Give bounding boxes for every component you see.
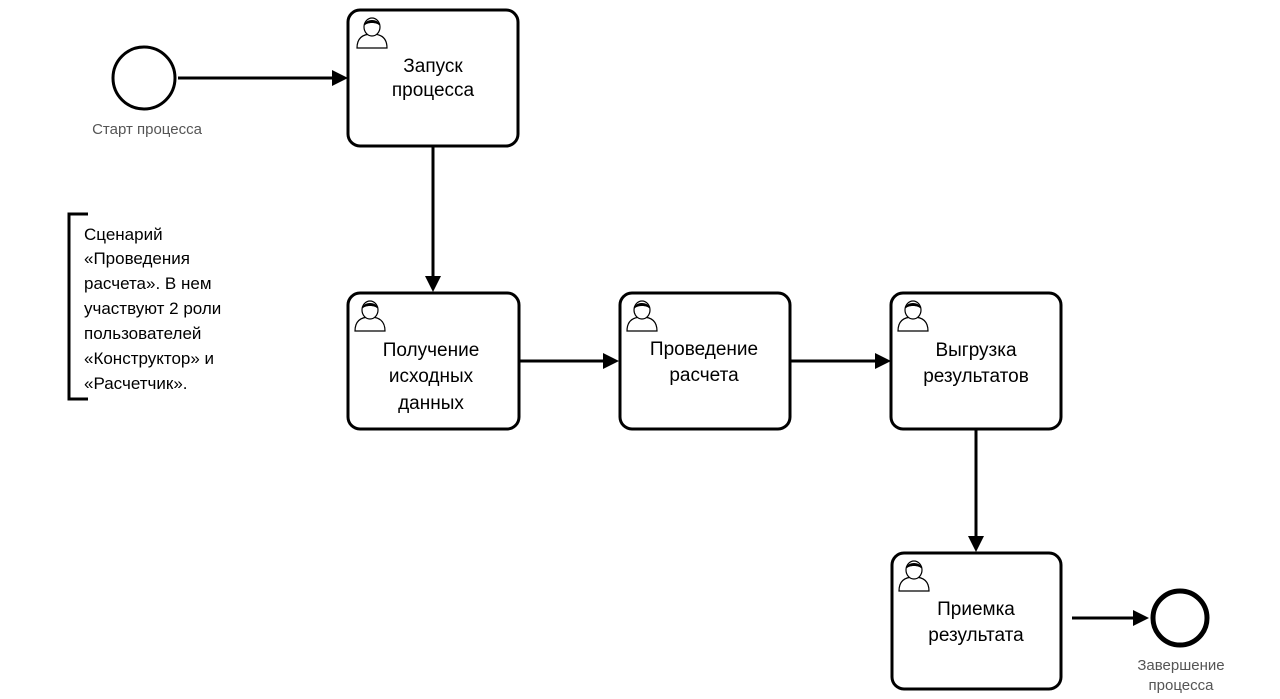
annotation-line: «Конструктор» и [84,349,214,368]
task-calculation[interactable]: Проведение расчета [618,291,792,431]
end-event-label-line-1: Завершение [1137,657,1224,674]
flow-start-to-launch [178,70,348,86]
start-event-label: Старт процесса [92,121,202,138]
flow-calculation-to-export [790,353,891,369]
task-label-line: результатов [923,366,1029,387]
task-export-results[interactable]: Выгрузка результатов [889,291,1063,431]
end-event[interactable] [1150,588,1210,648]
annotation-line: пользователей [84,324,201,343]
task-start-process[interactable]: Запуск процесса [346,8,520,148]
flow-accept-to-end [1072,610,1149,626]
annotation-bracket [67,212,88,401]
task-get-source-data[interactable]: Получение исходных данных [346,291,521,431]
annotation-line: «Расчетчик». [84,374,188,393]
task-label-line: Получение [383,340,480,361]
task-label-line: Выгрузка [935,340,1017,361]
task-label-line: расчета [669,365,739,386]
annotation-line: Сценарий [84,225,163,244]
text-annotation[interactable]: Сценарий «Проведения расчета». В нем уча… [67,212,221,401]
task-label-line: Проведение [650,339,758,360]
flow-get-data-to-calculation [519,353,619,369]
annotation-line: «Проведения [84,249,190,268]
task-label-line: исходных [389,366,474,387]
flow-launch-to-get-data [425,146,441,292]
task-label-line: данных [398,393,464,414]
annotation-line: участвуют 2 роли [84,299,221,318]
end-event-label-line-2: процесса [1149,677,1215,694]
task-label-line: процесса [392,80,475,101]
start-event[interactable] [111,45,177,111]
annotation-line: расчета». В нем [84,274,212,293]
flow-export-to-accept [968,429,984,552]
task-accept-result[interactable]: Приемка результата [890,551,1063,691]
task-label-line: Приемка [937,599,1015,620]
task-label-line: результата [928,625,1024,646]
task-label-line: Запуск [403,56,463,77]
